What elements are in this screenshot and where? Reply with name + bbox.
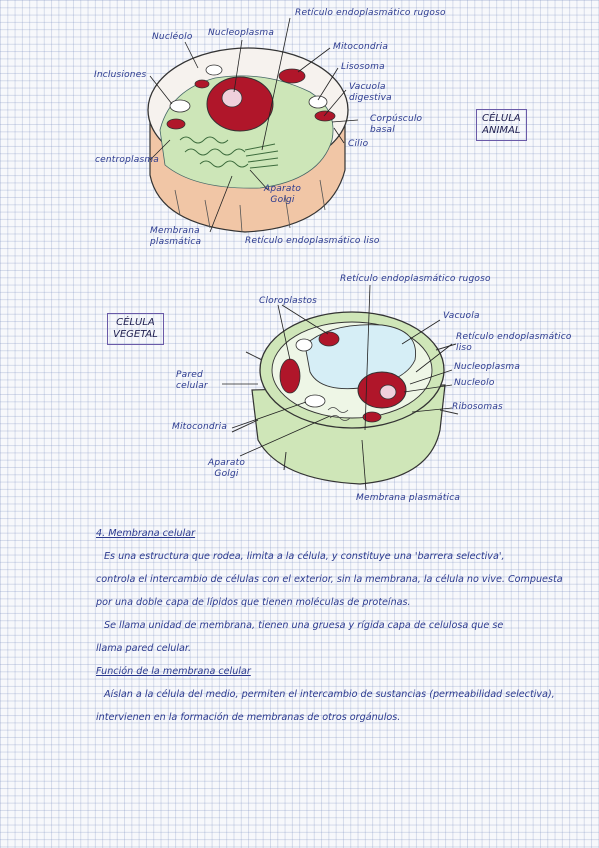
label-inclusiones-animal: Inclusiones — [94, 70, 147, 80]
label-cilio-animal: Cilio — [348, 139, 369, 149]
paragraph-line-6: Aíslan a la célula del medio, permiten e… — [104, 689, 555, 700]
label-vacuola-plant: Vacuola — [443, 311, 480, 321]
title-box-plant: CÉLULA VEGETAL — [107, 313, 164, 345]
plant-cell-diagram — [222, 284, 459, 491]
label-reticulo-liso-animal: Retículo endoplasmático liso — [245, 236, 380, 246]
label-reticulo-liso-plant: Retículo endoplasmático liso — [456, 332, 572, 353]
title-box-plant-line2: VEGETAL — [113, 329, 158, 340]
label-reticulo-rugoso-animal: Retículo endoplasmático rugoso — [295, 8, 446, 18]
label-cloroplastos-plant: Cloroplastos — [259, 296, 318, 306]
label-vacuola-animal: Vacuola digestiva — [349, 82, 392, 103]
label-corpusculo-animal: Corpúsculo basal — [370, 114, 423, 135]
label-centroplasma-animal: centroplasma — [95, 155, 160, 165]
section-heading: 4. Membrana celular — [96, 528, 196, 539]
animal-cell-diagram — [147, 17, 359, 233]
label-membrana-animal: Membrana plasmática — [150, 226, 202, 247]
label-lisosoma-animal: Lisosoma — [341, 62, 385, 72]
label-golgi-animal: Aparato Golgi — [264, 184, 302, 205]
label-nucleolo-plant: Nucleolo — [454, 378, 495, 388]
notes-text: 4. Membrana celular Es una estructura qu… — [96, 522, 586, 729]
label-reticulo-rugoso-plant: Retículo endoplasmático rugoso — [340, 274, 491, 284]
label-ribosomas-plant: Ribosomas — [452, 402, 503, 412]
paragraph-line-7: intervienen en la formación de membranas… — [96, 712, 401, 723]
paragraph-line-3: por una doble capa de lípidos que tienen… — [96, 597, 411, 608]
label-membrana-plant: Membrana plasmática — [356, 493, 461, 503]
function-heading: Función de la membrana celular — [96, 666, 251, 677]
label-pared-plant: Pared celular — [176, 370, 208, 391]
label-nucleoplasma-animal: Nucleoplasma — [208, 28, 275, 38]
label-golgi-plant: Aparato Golgi — [208, 458, 246, 479]
paragraph-line-2: controla el intercambio de células con e… — [96, 574, 563, 585]
label-nucleolo-animal: Nucléolo — [152, 32, 193, 42]
title-box-animal: CÉLULA ANIMAL — [476, 109, 527, 141]
title-box-plant-line1: CÉLULA — [116, 317, 155, 328]
paragraph-line-4: Se llama unidad de membrana, tienen una … — [104, 620, 504, 631]
paragraph-line-1: Es una estructura que rodea, limita a la… — [104, 551, 505, 562]
title-box-animal-line2: ANIMAL — [482, 125, 521, 136]
paragraph-line-5: llama pared celular. — [96, 643, 192, 654]
label-mitocondria-animal: Mitocondria — [333, 42, 389, 52]
label-mitocondria-plant: Mitocondria — [172, 422, 228, 432]
title-box-animal-line1: CÉLULA — [482, 113, 521, 124]
label-nucleoplasma-plant: Nucleoplasma — [454, 362, 521, 372]
